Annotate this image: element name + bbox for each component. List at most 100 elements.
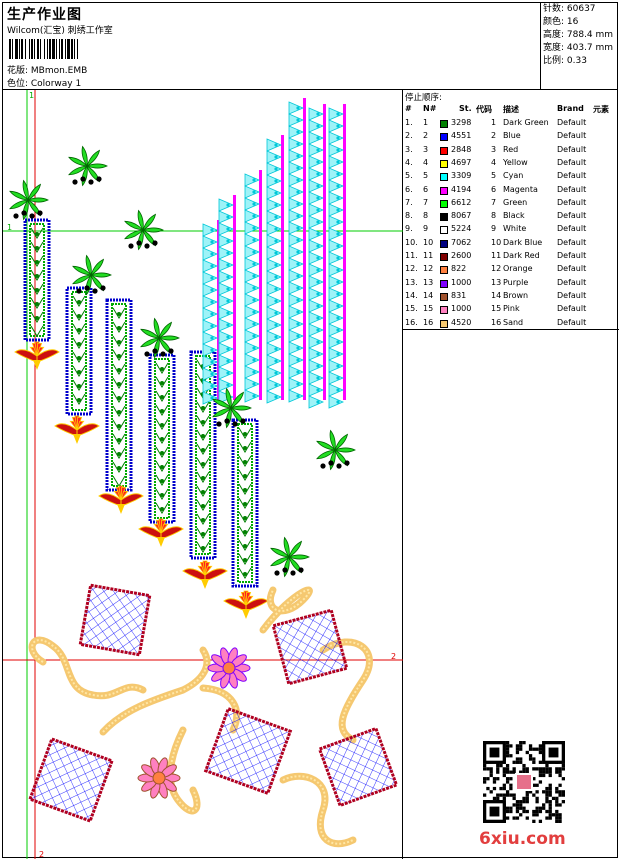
flower-motif — [223, 590, 269, 619]
thread-num: 12. — [405, 264, 418, 274]
thread-desc: Sand — [503, 317, 524, 327]
thread-code: 15 — [491, 304, 502, 314]
thread-stitches: 822 — [451, 264, 467, 274]
thread-needle: 10 — [423, 237, 434, 247]
thread-code: 4 — [491, 157, 497, 167]
thread-needle: 3 — [423, 144, 429, 154]
palm-motif — [68, 145, 108, 187]
thread-code: 16 — [491, 317, 502, 327]
thread-color-swatch — [440, 306, 448, 315]
thread-desc: White — [503, 224, 527, 234]
thread-stitches: 3309 — [451, 171, 472, 181]
thread-desc: Black — [503, 211, 525, 221]
flower-motif — [98, 485, 144, 514]
thread-brand: Default — [557, 277, 587, 287]
page-title: 生产作业图 — [7, 7, 82, 23]
thread-stitches: 4551 — [451, 131, 472, 141]
thread-brand: Default — [557, 264, 587, 274]
scroll-motif — [28, 636, 147, 700]
thread-num: 1. — [405, 118, 413, 127]
thread-brand: Default — [557, 290, 587, 300]
stat-colors: 颜色: 16 — [543, 17, 579, 27]
thread-desc: Brown — [503, 290, 529, 300]
palm-motif — [270, 536, 310, 578]
thread-brand: Default — [557, 224, 587, 234]
thread-num: 10. — [405, 237, 418, 247]
header-panel: 生产作业图 Wilcom(汇宝) 刺绣工作室 花版: MBmon.EMB 色位:… — [3, 3, 541, 89]
stats-panel: 针数: 60637 颜色: 16 高度: 788.4 mm 宽度: 403.7 … — [541, 3, 619, 89]
thread-needle: 11 — [423, 251, 434, 260]
palm-motif — [72, 254, 112, 296]
thread-stitches: 4520 — [451, 317, 472, 327]
flower-motif — [14, 341, 60, 370]
guide-label-h1: 1 — [7, 223, 12, 232]
thread-num: 14. — [405, 290, 418, 300]
flower-motif — [182, 560, 228, 589]
thread-needle: 15 — [423, 304, 434, 314]
thread-brand: Default — [557, 304, 587, 314]
thread-desc: Orange — [503, 264, 533, 274]
red-flower-motifs — [14, 341, 269, 619]
thread-num: 7. — [405, 197, 413, 207]
thread-needle: 14 — [423, 290, 434, 300]
thread-stitches: 1000 — [451, 277, 472, 287]
thread-stitches: 4194 — [451, 184, 472, 194]
thread-color-swatch — [440, 146, 448, 155]
thread-brand: Default — [557, 118, 587, 127]
thread-stitches: 7062 — [451, 237, 472, 247]
thread-stitches: 831 — [451, 290, 467, 300]
thread-needle: 16 — [423, 317, 434, 327]
cyan-magenta-lace-strips — [202, 98, 346, 409]
flower-motif — [138, 518, 184, 547]
thread-num: 16. — [405, 317, 418, 327]
col-elem-header: 元素 — [593, 105, 609, 114]
thread-num: 15. — [405, 304, 418, 314]
col-st-header: St. — [459, 104, 472, 113]
thread-desc: Yellow — [503, 157, 528, 167]
scroll-motif — [259, 586, 313, 634]
thread-stitches: 3298 — [451, 118, 472, 127]
scroll-motif — [99, 646, 211, 736]
design-canvas[interactable]: 1 1 2 2 — [3, 90, 403, 859]
guide-label-h2: 2 — [391, 652, 396, 661]
thread-code: 3 — [491, 144, 497, 154]
thread-code: 5 — [491, 171, 497, 181]
thread-color-swatch — [440, 266, 448, 275]
rosette-motif — [207, 647, 251, 689]
thread-num: 4. — [405, 157, 413, 167]
thread-num: 8. — [405, 211, 413, 221]
thread-desc: Dark Red — [503, 251, 540, 260]
col-desc-header: 描述 — [503, 105, 519, 114]
barcode — [9, 39, 78, 59]
rosette-motif — [137, 757, 181, 799]
thread-color-swatch — [440, 279, 448, 288]
thread-brand: Default — [557, 157, 587, 167]
thread-code: 10 — [491, 237, 502, 247]
thread-color-swatch — [440, 159, 448, 168]
thread-needle: 1 — [423, 118, 429, 127]
site-logo: 6xiu.com — [479, 829, 566, 849]
thread-brand: Default — [557, 184, 587, 194]
thread-code: 11 — [491, 251, 502, 260]
guide-label-v2: 2 — [39, 850, 44, 859]
thread-code: 2 — [491, 131, 497, 141]
thread-stitches: 4697 — [451, 157, 472, 167]
design-preview: 1 1 2 2 — [3, 90, 403, 859]
thread-needle: 6 — [423, 184, 429, 194]
thread-num: 11. — [405, 251, 418, 260]
thread-num: 3. — [405, 144, 413, 154]
thread-code: 1 — [491, 118, 497, 127]
stat-scale: 比例: 0.33 — [543, 56, 587, 66]
thread-code: 12 — [491, 264, 502, 274]
col-n-header: N# — [423, 104, 437, 113]
stat-width: 宽度: 403.7 mm — [543, 43, 614, 53]
scroll-motif — [279, 772, 357, 848]
thread-stitches: 2848 — [451, 144, 472, 154]
thread-num: 9. — [405, 224, 413, 234]
